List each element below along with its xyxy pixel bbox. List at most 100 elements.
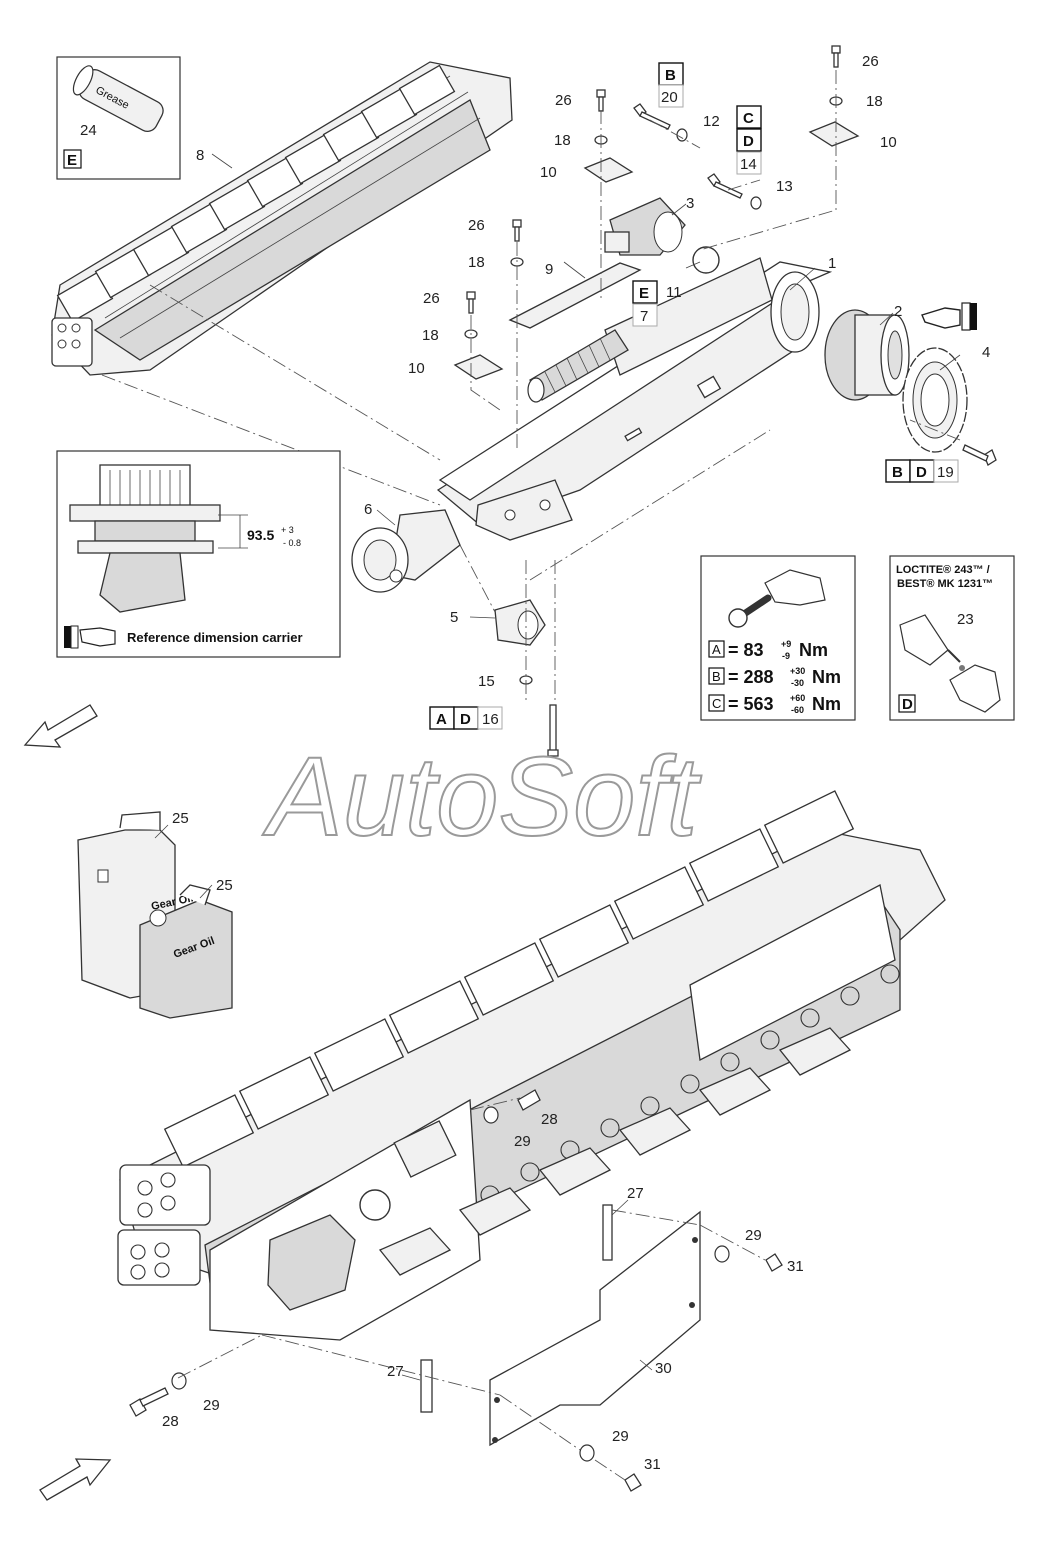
callout-1: 1 — [828, 255, 836, 272]
callout-26a: 26 — [555, 92, 572, 109]
callout-15: 15 — [478, 673, 495, 690]
adhesive-bottle-icon — [899, 614, 965, 671]
callout-26b: 26 — [862, 53, 879, 70]
callout-28a: 28 — [541, 1111, 558, 1128]
callout-25b: 25 — [216, 877, 233, 894]
hydraulic-motor-3 — [604, 197, 720, 274]
torque-row-c: C = 563 +60 -60 Nm — [708, 693, 841, 715]
idler-wheel-6 — [351, 509, 461, 593]
torque-spec-panel: A = 83 +9 -9 Nm B = 288 +30 -30 Nm C = 5… — [700, 555, 856, 721]
grease-panel: Grease 24 E — [56, 56, 181, 180]
loctite-line-1: LOCTITE® 243™ / — [896, 564, 990, 576]
reference-dimension-panel: 93.5 + 3 - 0.8 Reference dimension carri… — [56, 450, 341, 658]
loctite-line-2: BEST® MK 1231™ — [897, 578, 993, 590]
torque-row-a-unit: Nm — [799, 640, 828, 660]
callout-10c: 10 — [408, 360, 425, 377]
torque-row-a: A = 83 +9 -9 Nm — [708, 639, 828, 661]
callout-7-block: E 7 — [632, 280, 658, 327]
callout-5: 5 — [450, 609, 458, 626]
sprocket-4 — [902, 347, 968, 453]
torque-row-c-letter: C — [712, 696, 721, 711]
tension-spring-7 — [527, 329, 629, 403]
torque-row-b-letter: B — [712, 669, 721, 684]
callout-7: 7 — [640, 308, 648, 325]
callout-20-block: B 20 — [658, 62, 684, 108]
torque-row-a-tol-upper: +9 — [781, 639, 791, 649]
callout-28b: 28 — [162, 1413, 179, 1430]
callout-16: 16 — [482, 711, 499, 728]
torque-row-c-unit: Nm — [812, 694, 841, 714]
callout-10a: 10 — [540, 164, 557, 181]
callout-29b: 29 — [745, 1227, 762, 1244]
torque-row-b-tol-lower: -30 — [791, 678, 804, 688]
callout-20: 20 — [661, 89, 678, 106]
torque-row-c-value: = 563 — [728, 694, 774, 714]
torque-row-b-value: = 288 — [728, 667, 774, 687]
callout-27a: 27 — [627, 1185, 644, 1202]
letter-box-a-16: A — [436, 711, 447, 728]
callout-16-block: A D 16 — [429, 706, 503, 730]
letter-box-e-24: E — [67, 152, 77, 169]
torque-row-b: B = 288 +30 -30 Nm — [708, 666, 841, 688]
centerlines-top — [101, 70, 961, 700]
callout-25a: 25 — [172, 810, 189, 827]
callout-9: 9 — [545, 261, 553, 278]
reference-dimension-tol-lower: - 0.8 — [283, 538, 301, 548]
wrench-icon — [728, 569, 826, 628]
leader-lines-top — [211, 153, 961, 619]
torque-row-c-tol-lower: -60 — [791, 705, 804, 715]
callout-26d: 26 — [423, 290, 440, 307]
letter-box-e-7: E — [639, 285, 649, 302]
hand-pointer-icon — [921, 302, 977, 331]
callout-14: 14 — [740, 156, 757, 173]
centerlines-bottom — [177, 1097, 766, 1481]
strip-27b — [420, 1359, 433, 1413]
callout-27b: 27 — [387, 1363, 404, 1380]
callout-2: 2 — [894, 303, 902, 320]
track-small-8 — [51, 61, 513, 376]
reference-dimension-caption: Reference dimension carrier — [127, 630, 303, 645]
callout-23: 23 — [957, 611, 974, 628]
hand-pointer-icon-small — [64, 625, 116, 649]
callout-18d: 18 — [422, 327, 439, 344]
callout-19: 19 — [937, 464, 954, 481]
callout-8: 8 — [196, 147, 204, 164]
callout-3: 3 — [686, 195, 694, 212]
leader-lines-bottom — [401, 1199, 653, 1381]
torque-row-c-tol-upper: +60 — [790, 693, 805, 703]
callout-13: 13 — [776, 178, 793, 195]
callout-6: 6 — [364, 501, 372, 518]
gear-oil-cans: Gear Oil Gear Oil — [77, 811, 233, 1019]
direction-arrow-lower — [39, 1458, 112, 1501]
bushing-5 — [494, 599, 546, 646]
travel-motor-2 — [824, 309, 910, 401]
leader-25a — [154, 824, 169, 839]
torque-row-b-unit: Nm — [812, 667, 841, 687]
hardware-top — [453, 45, 997, 757]
leader-25b — [199, 884, 213, 899]
callout-26c: 26 — [468, 217, 485, 234]
callout-31b: 31 — [644, 1456, 661, 1473]
track-assembly-large — [117, 790, 946, 1341]
callout-14-block: C D 14 — [736, 105, 762, 175]
letter-box-d-19: D — [916, 464, 927, 481]
callout-18b: 18 — [866, 93, 883, 110]
callout-29a: 29 — [514, 1133, 531, 1150]
callout-10b: 10 — [880, 134, 897, 151]
loctite-letter-d: D — [902, 696, 913, 713]
reference-dimension-tol-upper: + 3 — [281, 525, 294, 535]
torque-row-b-tol-upper: +30 — [790, 666, 805, 676]
callout-18a: 18 — [554, 132, 571, 149]
torque-row-a-tol-lower: -9 — [782, 651, 790, 661]
callout-4: 4 — [982, 344, 990, 361]
reference-dimension-value: 93.5 — [247, 527, 274, 543]
hardware-bottom — [129, 1089, 783, 1492]
callout-31a: 31 — [787, 1258, 804, 1275]
callout-24: 24 — [80, 122, 97, 139]
watermark: AutoSoft — [262, 734, 702, 859]
finger-icon — [949, 664, 1001, 713]
callout-12: 12 — [703, 113, 720, 130]
callout-29d: 29 — [612, 1428, 629, 1445]
callout-11: 11 — [666, 284, 682, 301]
